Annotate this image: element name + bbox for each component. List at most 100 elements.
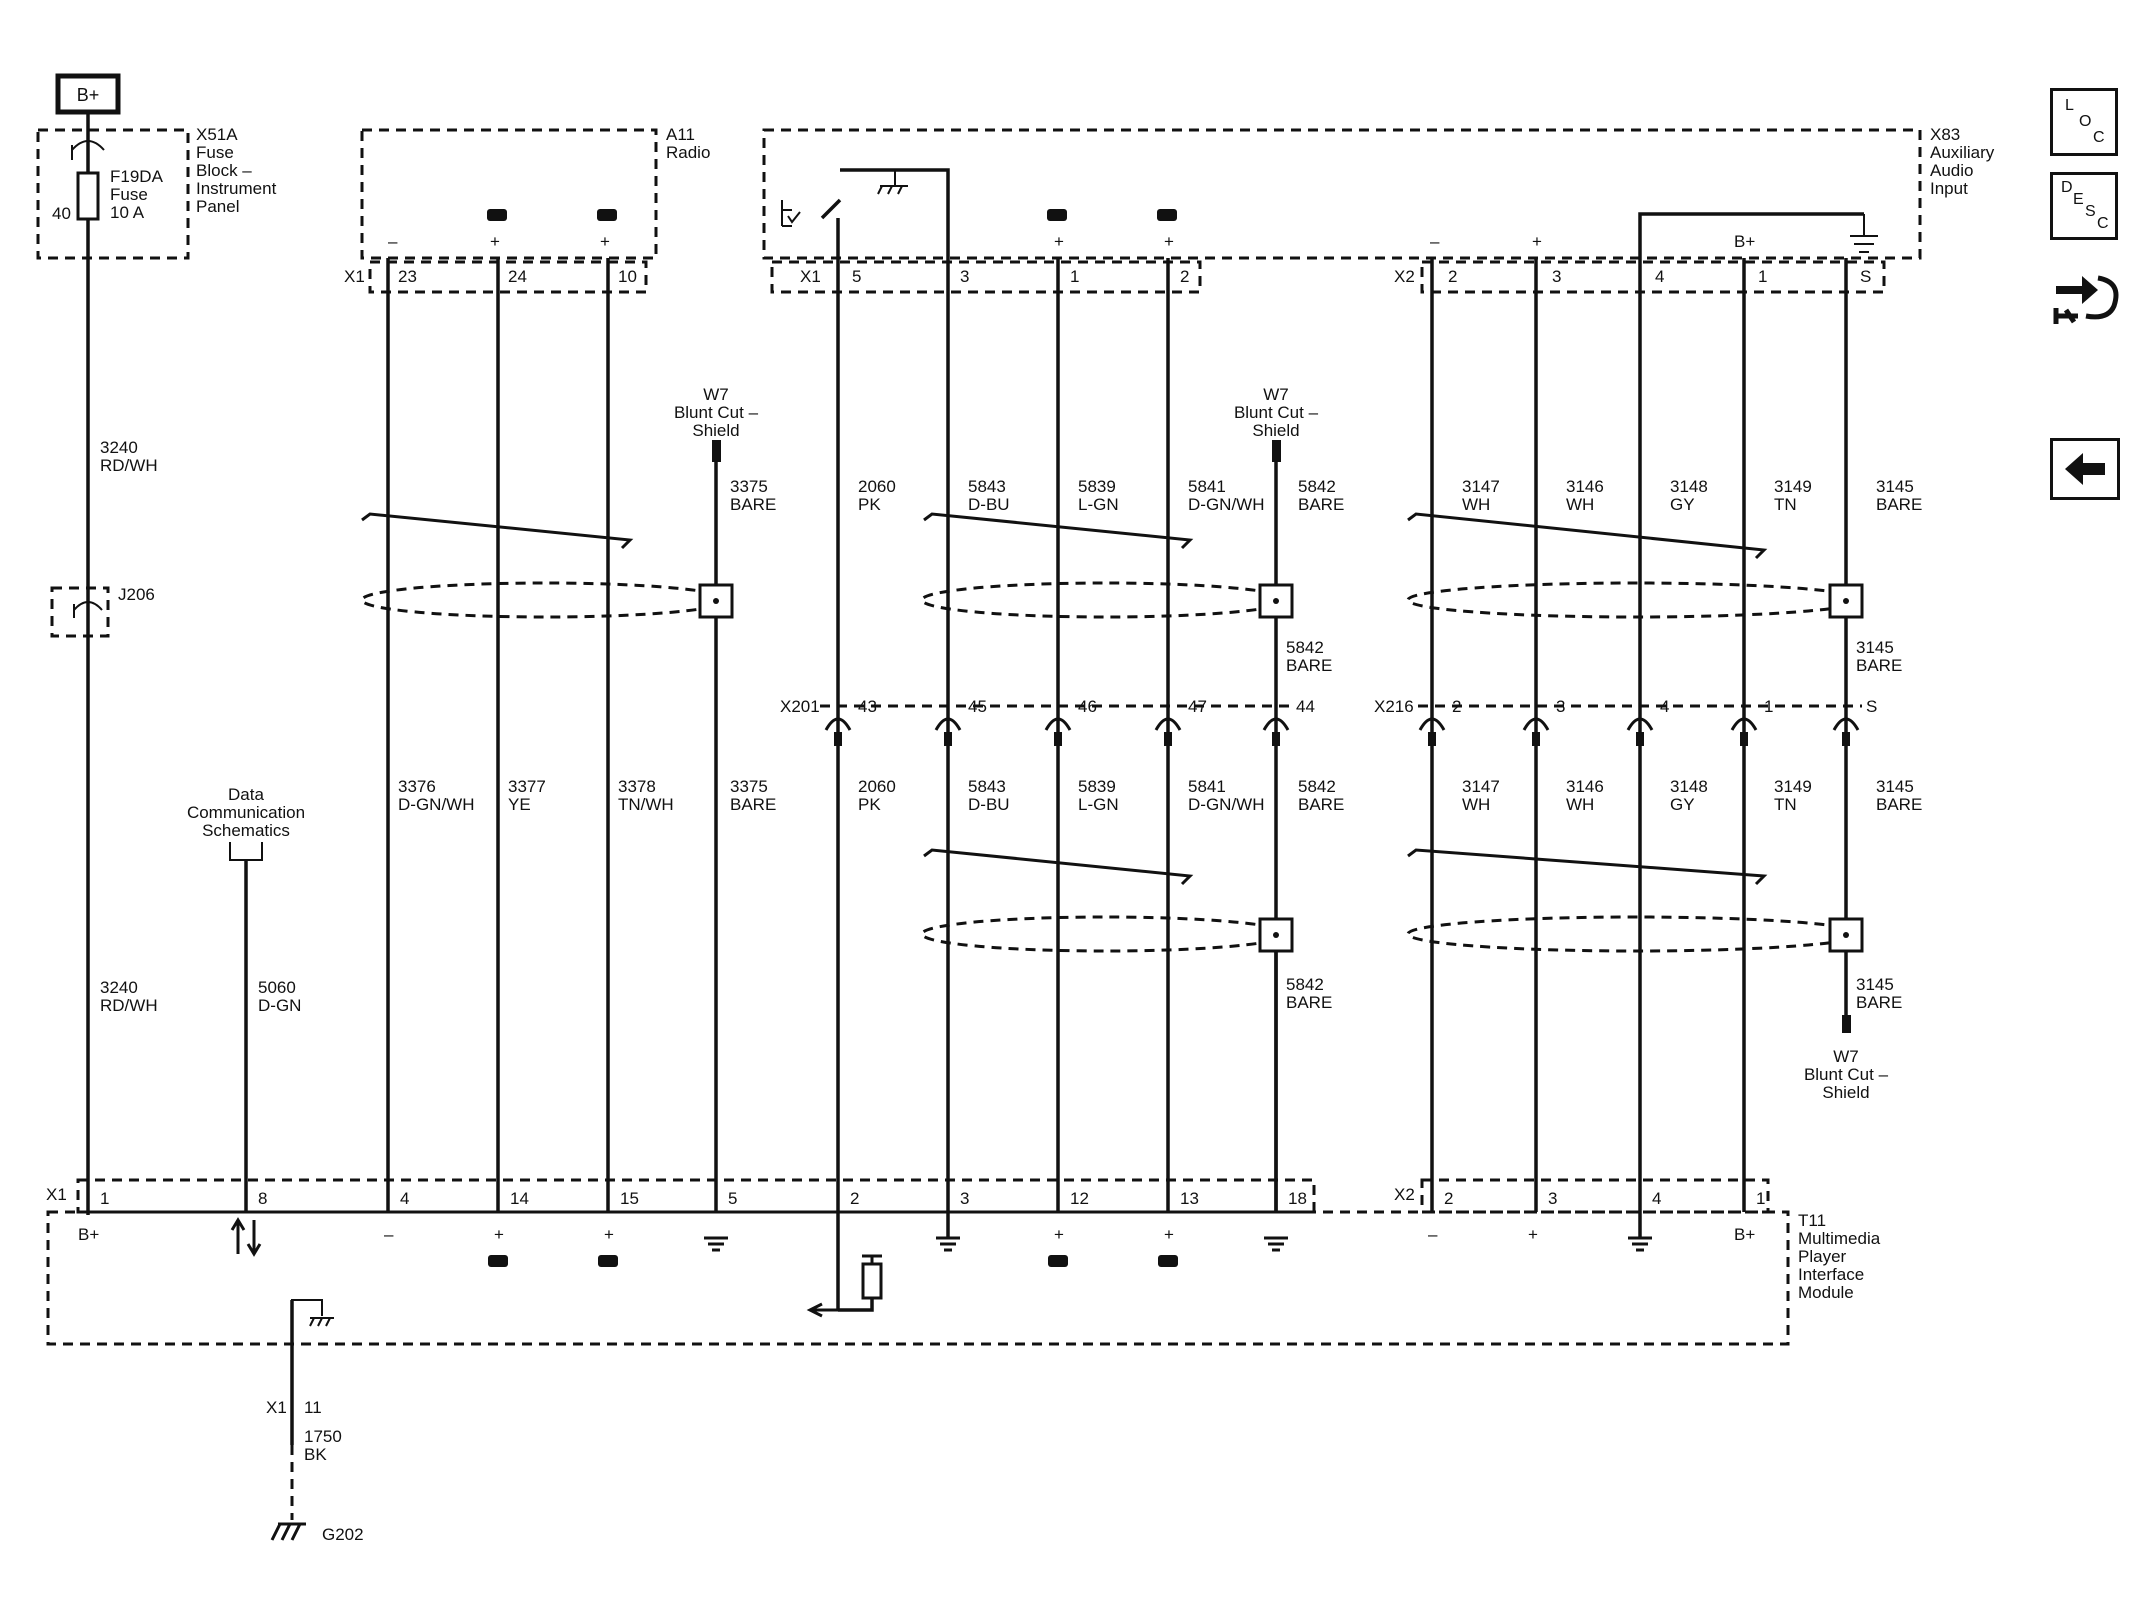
module-x1-pin: 5 <box>728 1189 737 1208</box>
upper-wire-color: D-BU <box>968 495 1010 514</box>
module-x2-bplus: B+ <box>1734 1225 1755 1244</box>
inline-pin-socket <box>934 717 962 731</box>
aux-x2-sign-minus: – <box>1430 232 1440 251</box>
back-button[interactable] <box>2050 438 2120 500</box>
inline-pin-terminal <box>1636 732 1644 746</box>
module-ground-symbol <box>704 1236 728 1252</box>
module-x2-pin: 1 <box>1756 1189 1765 1208</box>
aux-x1-pin-1: 1 <box>1070 267 1079 286</box>
svg-text:Audio: Audio <box>1930 161 1973 180</box>
fuse-symbol-top <box>71 140 105 160</box>
svg-text:Player: Player <box>1798 1247 1847 1266</box>
splice-j206-box <box>50 586 110 638</box>
bplus-label: B+ <box>77 85 100 105</box>
mid-3145-circuit: 3145 <box>1856 638 1894 657</box>
inline-pin-socket <box>824 717 852 731</box>
inline-pin-terminal <box>1740 732 1748 746</box>
aux-outline <box>762 128 1922 260</box>
inline-pin-terminal <box>1842 732 1850 746</box>
upper-wire-circuit: 3146 <box>1566 477 1604 496</box>
wire-3240-bottom-circuit: 3240 <box>100 978 138 997</box>
bottom-3145-color: BARE <box>1856 993 1902 1012</box>
upper-wire-circuit: 3147 <box>1462 477 1500 496</box>
module-ground-symbol <box>936 1236 960 1252</box>
inline-x201-pin: 45 <box>968 697 987 716</box>
module-x1-pin: 1 <box>100 1189 109 1208</box>
module-pin-sign: + <box>494 1225 504 1244</box>
module-pin-sign: – <box>384 1225 394 1244</box>
inline-pin-socket <box>1832 717 1860 731</box>
inline-pin-socket <box>1154 717 1182 731</box>
upper-wire-color: WH <box>1566 495 1594 514</box>
upper-wire-color: TN <box>1774 495 1797 514</box>
aux-connector-x1 <box>770 260 1202 294</box>
aux-x2-sign-plus: + <box>1532 232 1542 251</box>
bottom-5842-circuit: 5842 <box>1286 975 1324 994</box>
lower-wire-labels: 3376D-GN/WH3377YE3378TN/WH3375BARE2060PK… <box>398 777 1922 814</box>
svg-text:Schematics: Schematics <box>202 821 290 840</box>
radio-pin-23: 23 <box>398 267 417 286</box>
fuse-id: F19DA <box>110 167 164 186</box>
inline-x201-pin: 46 <box>1078 697 1097 716</box>
back-arrow-icon <box>2065 453 2105 485</box>
inline-pin-terminal <box>1272 732 1280 746</box>
aux-detect-switch <box>781 200 801 227</box>
inline-x201-pin: 43 <box>858 697 877 716</box>
wire-3240-color: RD/WH <box>100 456 158 475</box>
lower-wire-color: D-BU <box>968 795 1010 814</box>
wire-3240-circuit: 3240 <box>100 438 138 457</box>
loc-letter-c: C <box>2093 129 2105 146</box>
twist-marks-upper <box>361 512 1768 560</box>
upper-wire-circuit: 2060 <box>858 477 896 496</box>
upper-wire-color: WH <box>1462 495 1490 514</box>
module-ground-symbol <box>1628 1236 1652 1252</box>
location-button[interactable]: L O C <box>2050 88 2118 156</box>
upper-wire-circuit: 5841 <box>1188 477 1226 496</box>
ground-g202-label: G202 <box>322 1525 364 1544</box>
wire-1750-color: BK <box>304 1445 327 1464</box>
ground-connector-label: X1 <box>266 1398 287 1417</box>
lower-wire-circuit: 5839 <box>1078 777 1116 796</box>
radio-sign-plus-1: + <box>490 232 500 251</box>
wire-3240-bottom-color: RD/WH <box>100 996 158 1015</box>
module-ground-symbol <box>1264 1236 1288 1252</box>
description-button[interactable]: D E S C <box>2050 172 2118 240</box>
module-x1-pin: 14 <box>510 1189 529 1208</box>
inline-pin-terminal <box>834 732 842 746</box>
svg-text:Input: Input <box>1930 179 1968 198</box>
module-audio-symbol <box>1048 1255 1068 1267</box>
connector-swap-icon[interactable] <box>2052 268 2124 334</box>
radio-audio-symbol-1 <box>487 209 507 221</box>
svg-text:Module: Module <box>1798 1283 1854 1302</box>
radio-pin-24: 24 <box>508 267 527 286</box>
lower-wire-circuit: 3376 <box>398 777 436 796</box>
radio-audio-symbol-2 <box>597 209 617 221</box>
inline-x216-pin: 3 <box>1556 697 1565 716</box>
module-audio-symbol <box>488 1255 508 1267</box>
lower-wire-circuit: 5843 <box>968 777 1006 796</box>
svg-text:W7: W7 <box>1833 1047 1859 1066</box>
lower-wire-circuit: 3147 <box>1462 777 1500 796</box>
lower-wire-circuit: 3149 <box>1774 777 1812 796</box>
inline-x216-pin: S <box>1866 697 1877 716</box>
ground-g202-symbol <box>270 1522 306 1541</box>
inline-pin-terminal <box>1054 732 1062 746</box>
loc-letter-l: L <box>2065 97 2074 114</box>
upper-wire-color: PK <box>858 495 881 514</box>
module-audio-symbol <box>1158 1255 1178 1267</box>
aux-sign-plus-1: + <box>1054 232 1064 251</box>
lower-wire-color: GY <box>1670 795 1695 814</box>
svg-text:W7: W7 <box>703 385 729 404</box>
aux-connector-x2 <box>1420 260 1886 294</box>
svg-text:Block –: Block – <box>196 161 252 180</box>
module-x2-pin: 3 <box>1548 1189 1557 1208</box>
upper-wire-color: BARE <box>1298 495 1344 514</box>
module-connector-x1-label: X1 <box>46 1185 67 1204</box>
svg-text:Instrument: Instrument <box>196 179 277 198</box>
desc-letter-c: C <box>2097 215 2109 232</box>
desc-letter-d: D <box>2061 179 2073 196</box>
upper-wire-circuit: 3149 <box>1774 477 1812 496</box>
fuse-rating: 10 A <box>110 203 145 222</box>
shield-label-1: W7 Blunt Cut – Shield <box>674 385 759 440</box>
